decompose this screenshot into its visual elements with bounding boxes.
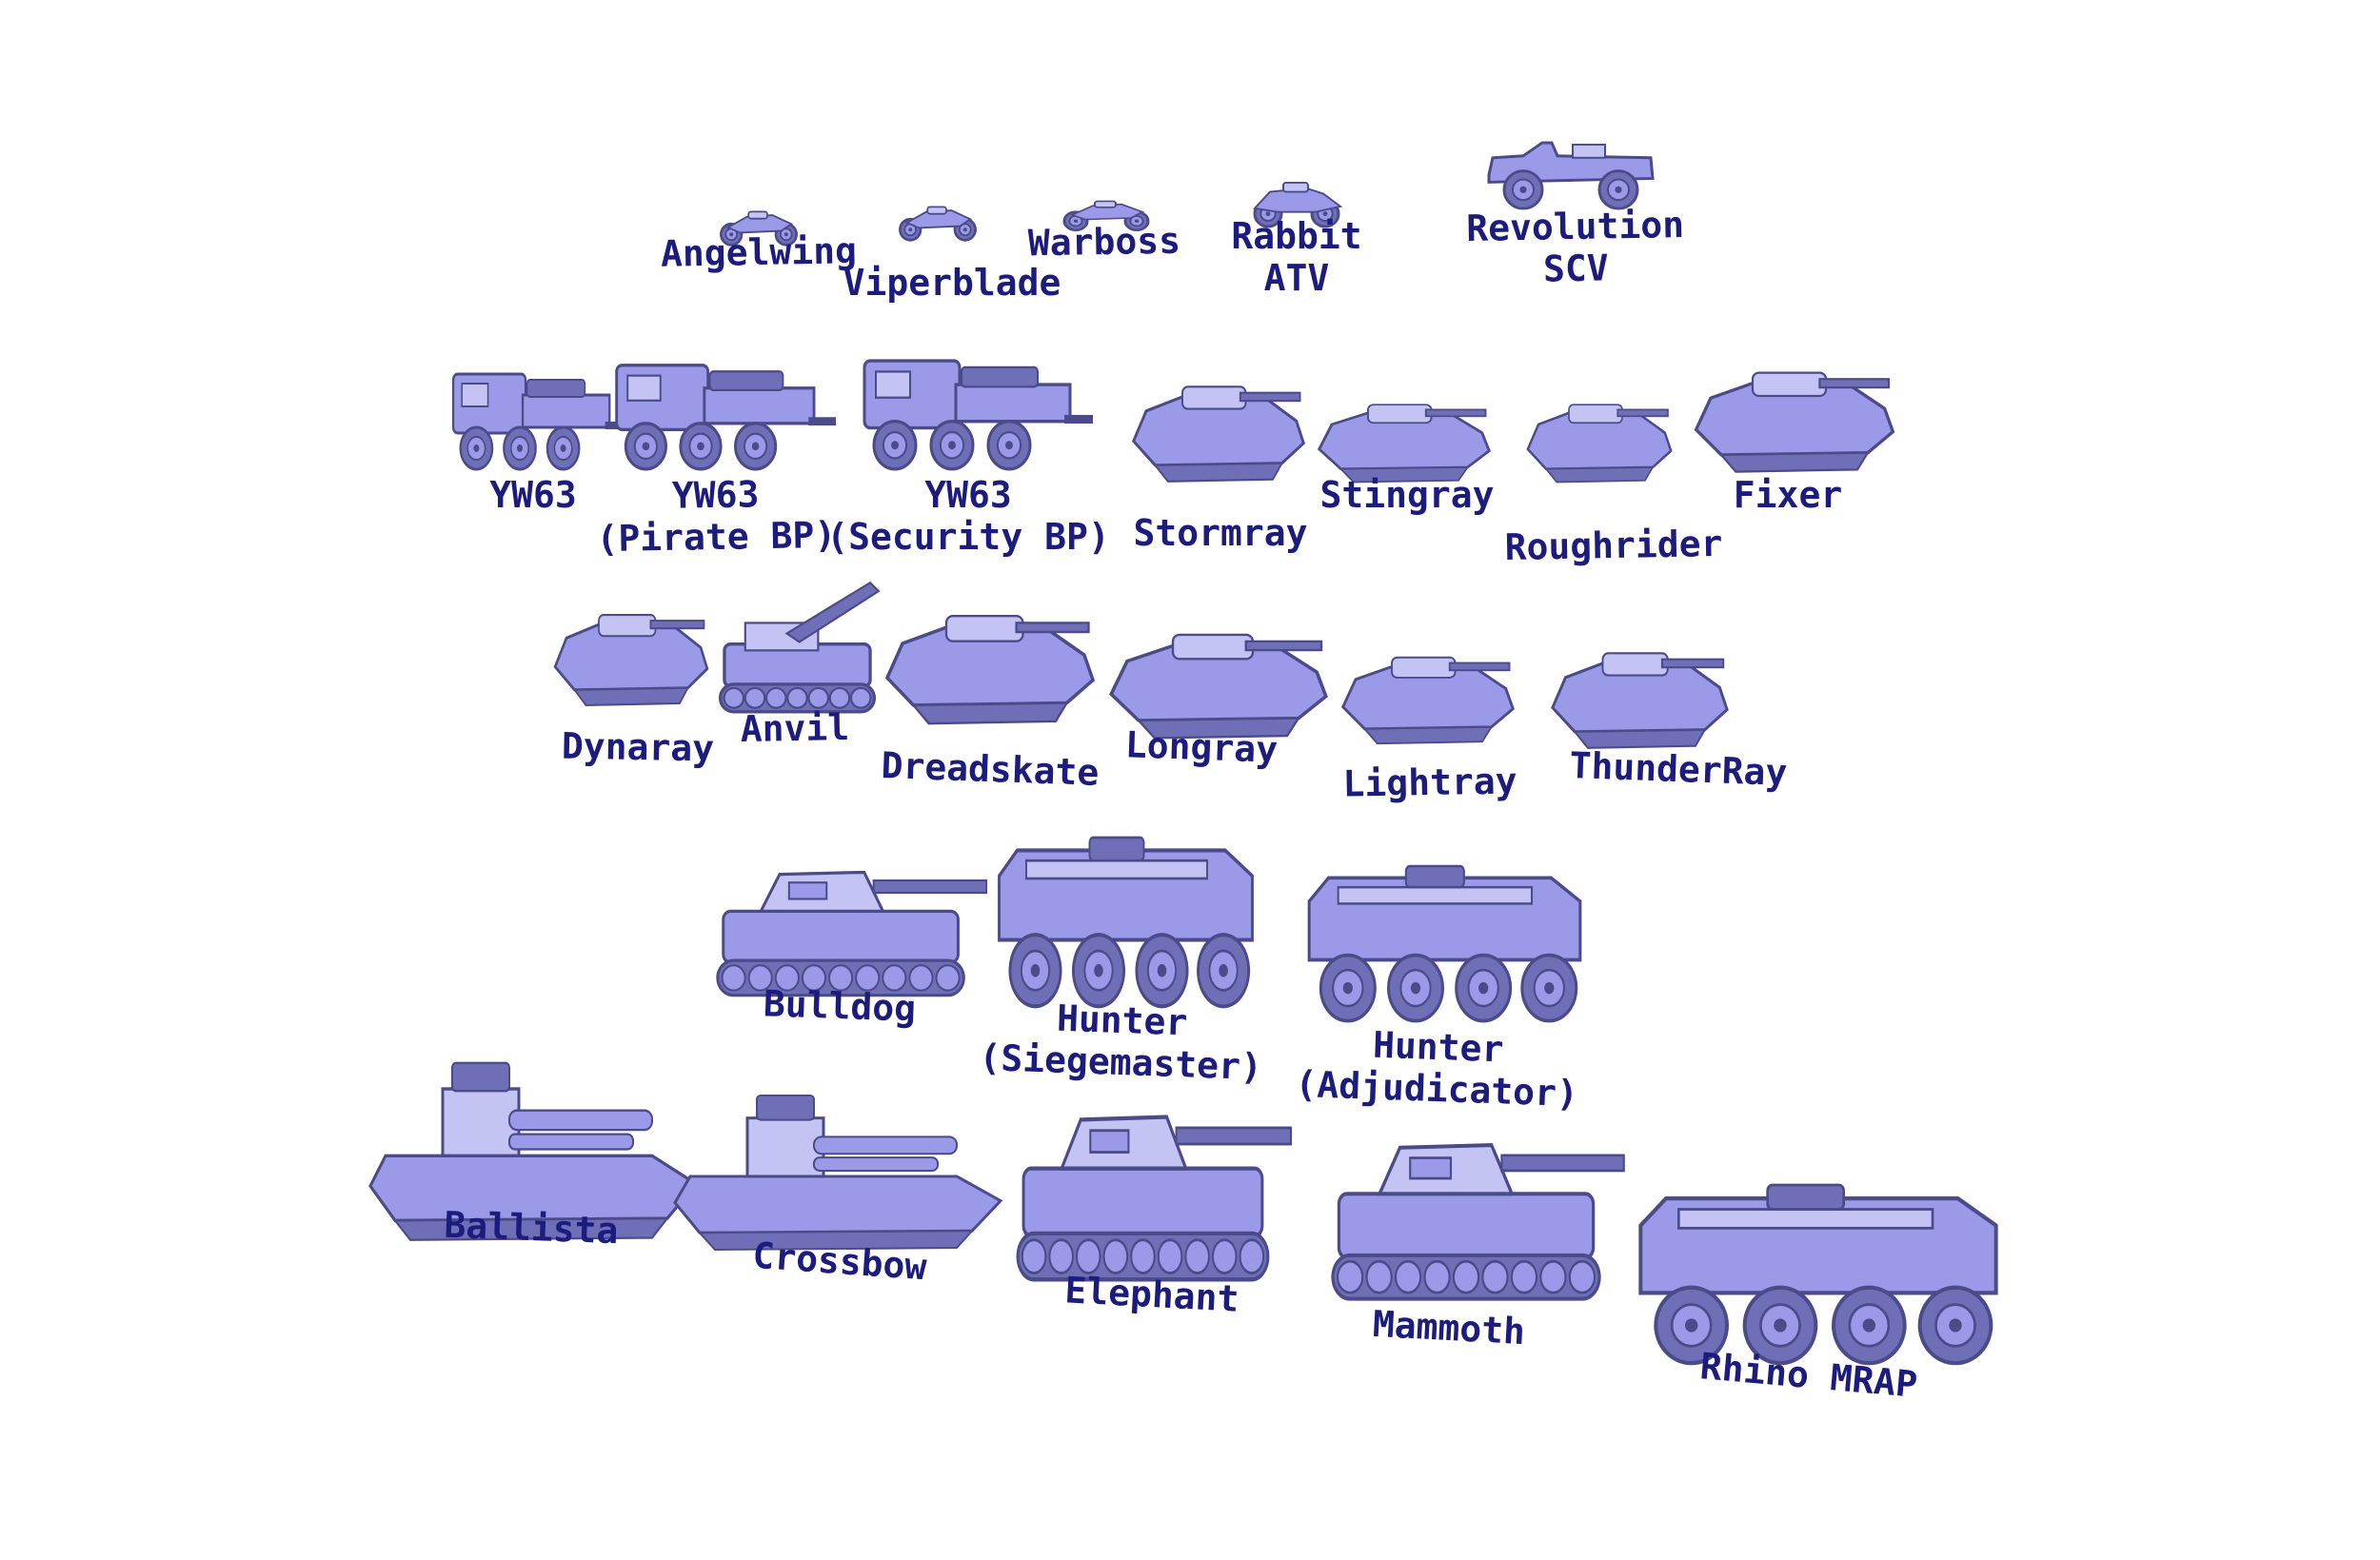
thunderray-label-line: ThunderRay <box>1568 744 1789 794</box>
ballista-model <box>367 1056 700 1242</box>
fixer-model <box>1690 366 1899 476</box>
stormray-model <box>1128 381 1309 485</box>
dreadskate-model <box>881 609 1100 728</box>
warboss-model <box>1059 195 1154 233</box>
elephant-label-line: Elephant <box>1063 1269 1240 1320</box>
hunter-adjudicator-label-line: (Adjudicator) <box>1294 1062 1579 1116</box>
viperblade-label-line: Viperblade <box>843 262 1061 304</box>
yw63-pirate-model <box>609 357 838 471</box>
fixer-label-line: Fixer <box>1733 474 1843 516</box>
hunter-siegemaster-model <box>990 836 1261 1009</box>
dynaray-label: Dynaray <box>562 725 715 770</box>
angelwing-label: Angelwing <box>661 229 858 275</box>
rabbit-atv-label-line: Rabbit <box>1231 215 1362 257</box>
hunter-siegemaster-label-line: (Siegemaster) <box>978 1036 1263 1089</box>
dynaray-model <box>550 609 712 709</box>
longray-model <box>1104 628 1333 742</box>
ballista-label-line: Ballista <box>443 1203 620 1253</box>
fixer-label: Fixer <box>1734 474 1842 516</box>
hunter-siegemaster-label: Hunter(Siegemaster) <box>978 995 1264 1089</box>
lightray-label: Lightray <box>1342 760 1517 804</box>
angelwing-label-line: Angelwing <box>660 229 858 275</box>
mammoth-label-line: Mammoth <box>1371 1302 1527 1353</box>
elephant-model <box>1004 1109 1295 1285</box>
bulldog-label-line: Bulldog <box>763 982 917 1030</box>
stingray-model <box>1314 400 1495 485</box>
warboss-label-line: Warboss <box>1027 219 1181 265</box>
yw63-model <box>447 366 628 471</box>
roughrider-model <box>1523 400 1676 485</box>
anvil-label-line: Anvil <box>740 706 850 750</box>
yw63-security-model <box>857 352 1095 471</box>
viperblade-label: Viperblade <box>843 262 1061 304</box>
hunter-adjudicator-model <box>1299 864 1590 1023</box>
thunderray-model <box>1547 647 1733 752</box>
lightray-label-line: Lightray <box>1342 760 1517 805</box>
roughrider-label: Roughrider <box>1504 523 1723 568</box>
mammoth-label: Mammoth <box>1372 1303 1526 1353</box>
anvil-model <box>714 581 881 714</box>
rhino-mrap-model <box>1628 1183 2009 1366</box>
stormray-label: Stormray <box>1133 512 1307 554</box>
yw63-label: YW63 <box>489 474 577 516</box>
lightray-model <box>1338 652 1518 747</box>
longray-label: Longray <box>1124 723 1279 771</box>
longray-label-line: Longray <box>1124 723 1279 771</box>
stingray-label: Stingray <box>1319 474 1494 516</box>
warboss-label: Warboss <box>1028 220 1181 265</box>
dreadskate-label-line: Dreadskate <box>880 744 1101 794</box>
bulldog-label: Bulldog <box>763 982 917 1030</box>
anvil-label: Anvil <box>740 706 849 750</box>
thunderray-label: ThunderRay <box>1569 744 1788 794</box>
mammoth-model <box>1319 1137 1628 1304</box>
viperblade-model <box>895 200 981 244</box>
yw63-pirate-label-line: (Pirate BP) <box>596 513 837 561</box>
yw63-security-label-line: (Security BP) <box>826 516 1110 558</box>
revolution-scv-model <box>1485 141 1656 212</box>
rabbit-atv-label-line: ATV <box>1263 257 1330 299</box>
hunter-adjudicator-label: Hunter(Adjudicator) <box>1294 1021 1580 1116</box>
stormray-label-line: Stormray <box>1133 512 1308 554</box>
elephant-label: Elephant <box>1063 1269 1240 1320</box>
bulldog-model <box>704 866 990 999</box>
crossbow-model <box>671 1090 1004 1252</box>
yw63-pirate-label-line: YW63 <box>671 473 760 517</box>
yw63-security-label: YW63(Security BP) <box>826 474 1109 558</box>
ballista-label: Ballista <box>444 1204 619 1252</box>
rabbit-atv-model <box>1249 181 1344 228</box>
roughrider-label-line: Roughrider <box>1504 523 1723 568</box>
stingray-label-line: Stingray <box>1319 474 1495 516</box>
yw63-label-line: YW63 <box>489 474 577 516</box>
dynaray-label-line: Dynaray <box>561 724 715 770</box>
yw63-pirate-label: YW63(Pirate BP) <box>595 472 836 560</box>
angelwing-model <box>716 205 802 248</box>
revolution-scv-label-line: SCV <box>1542 247 1610 290</box>
revolution-scv-label-line: Revolution <box>1465 204 1685 249</box>
yw63-security-label-line: YW63 <box>924 474 1012 516</box>
dreadskate-label: Dreadskate <box>881 744 1100 794</box>
